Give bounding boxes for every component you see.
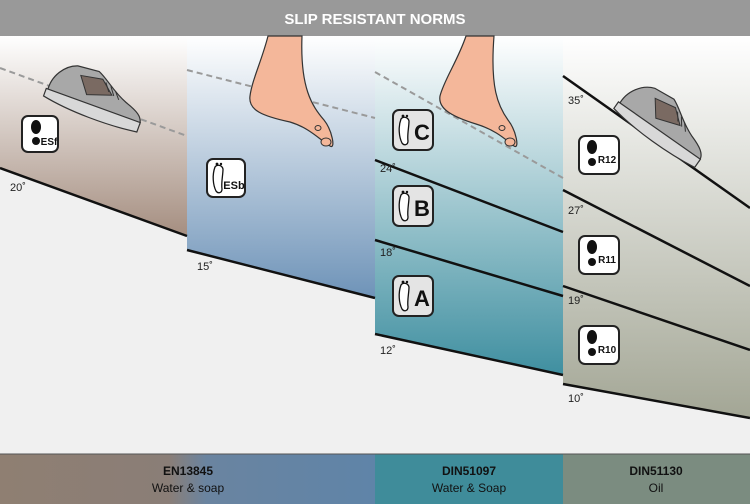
panel-esf-dashed-line — [0, 67, 188, 137]
foot-print-icon — [212, 162, 224, 194]
slope-line-12 — [374, 332, 564, 377]
panel-esb-dashed-line — [186, 69, 376, 119]
badge-r10: R10 — [578, 325, 620, 365]
footer-en13845 — [0, 454, 375, 504]
badge-esb: ESb — [206, 158, 246, 198]
shoe-print-icon — [31, 120, 41, 145]
badge-a: A — [392, 275, 434, 317]
footer-din51130 — [563, 454, 750, 504]
slope-line-27 — [562, 188, 750, 288]
shoe-print-icon — [587, 240, 597, 266]
header-title: SLIP RESISTANT NORMS — [284, 11, 465, 28]
angle-label-35: 35˚ — [568, 95, 584, 107]
angle-label-19: 19˚ — [568, 295, 584, 307]
angle-label-15: 15˚ — [197, 261, 213, 273]
badge-label: R12 — [598, 155, 617, 166]
badge-c: C — [392, 109, 434, 151]
badge-esf: ESf — [21, 115, 59, 153]
panel-esb-slope-area — [187, 36, 375, 298]
footer-medium-din51097: Water & Soap — [432, 481, 507, 495]
slope-line-10 — [562, 382, 750, 420]
panel-din51097-dashed-line — [374, 71, 564, 179]
foot-print-icon — [398, 190, 410, 222]
slope-line-15 — [186, 248, 376, 300]
bare-foot-icon — [249, 35, 334, 148]
slope-line-24 — [374, 158, 564, 234]
bare-foot-icon — [439, 35, 518, 148]
badge-label: A — [414, 286, 430, 311]
footer-din51097 — [375, 454, 563, 504]
foot-print-icon — [398, 114, 410, 146]
slope-line-18 — [374, 238, 564, 298]
badge-label: C — [414, 120, 430, 145]
angle-label-27: 27˚ — [568, 205, 584, 217]
slope-line-19 — [562, 284, 750, 352]
angle-label-24: 24˚ — [380, 163, 396, 175]
badge-label: R10 — [598, 345, 617, 356]
badge-label: R11 — [598, 255, 616, 266]
footer-norm-din51130: DIN51130 — [629, 464, 683, 478]
badge-label: B — [414, 196, 430, 221]
sneaker-icon — [613, 86, 702, 169]
slope-line-20 — [0, 166, 188, 238]
footer-norm-en13845: EN13845 — [163, 464, 213, 478]
shoe-print-icon — [587, 330, 597, 356]
footer-medium-din51130: Oil — [649, 481, 664, 495]
badge-b: B — [392, 185, 434, 227]
badge-r12: R12 — [578, 135, 620, 175]
angle-label-12: 12˚ — [380, 345, 396, 357]
footer-medium-en13845: Water & soap — [152, 481, 225, 495]
badge-label: ESb — [223, 180, 245, 192]
panel-din51130-slope-area — [563, 36, 750, 418]
footer-norm-din51097: DIN51097 — [442, 464, 496, 478]
badge-label: ESf — [41, 137, 58, 148]
badge-r11: R11 — [578, 235, 620, 275]
header-bar — [0, 0, 750, 36]
foot-print-icon — [398, 280, 410, 312]
angle-label-18: 18˚ — [380, 247, 396, 259]
sneaker-icon — [42, 65, 142, 133]
shoe-print-icon — [587, 140, 597, 166]
angle-label-10: 10˚ — [568, 393, 584, 405]
angle-label-20: 20˚ — [10, 182, 26, 194]
